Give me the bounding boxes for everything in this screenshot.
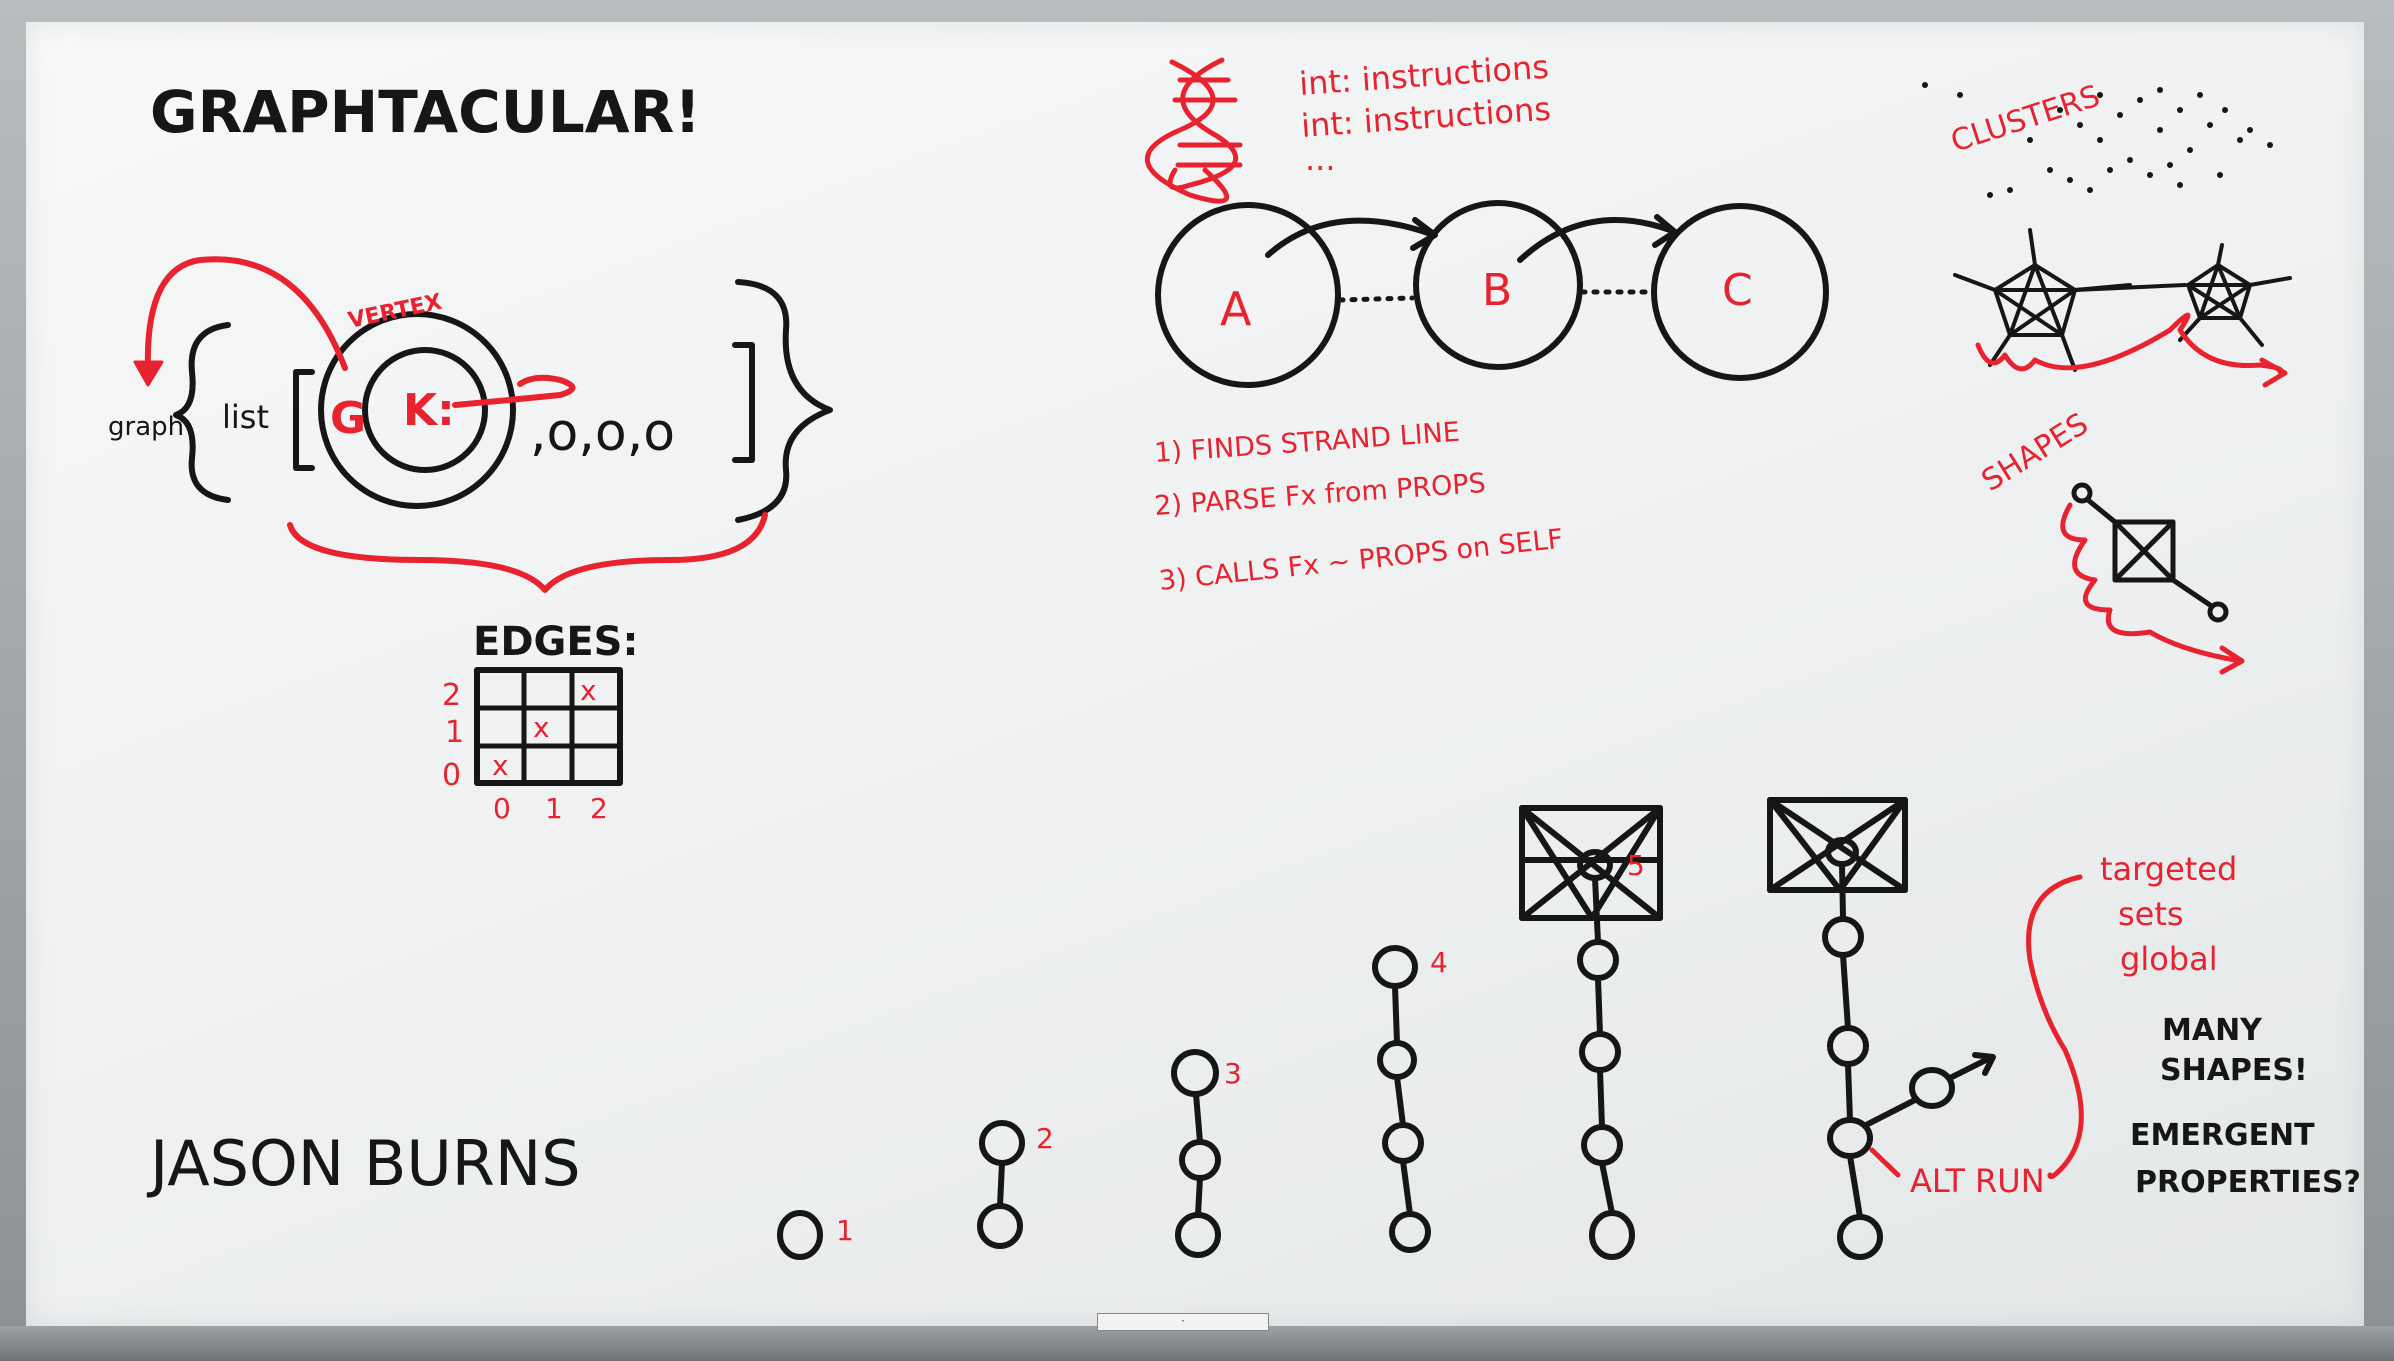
col-label-0: 0 xyxy=(493,792,511,825)
row-label-1: 1 xyxy=(445,715,464,750)
step-2: 2) PARSE Fx from PROPS xyxy=(1153,468,1486,522)
marker-tray xyxy=(0,1326,2394,1361)
list-label: list xyxy=(222,398,269,436)
targeted-line-2: sets xyxy=(2118,895,2184,933)
matrix-mark-1-1: x xyxy=(533,711,550,744)
dna-line-3: ... xyxy=(1305,140,1336,178)
targeted-line-3: global xyxy=(2120,940,2218,978)
pentagon-cluster-graph xyxy=(1953,228,2292,372)
graph-structure: graph list G K: ,o,o,o VERTEX xyxy=(108,256,833,593)
col-label-2: 2 xyxy=(590,792,608,825)
seq-label-5: 5 xyxy=(1627,849,1645,882)
seq-label-1: 1 xyxy=(836,1214,854,1247)
edges-matrix: EDGES: 2 1 0 0 1 2 x x x xyxy=(442,619,639,825)
row-label-2: 2 xyxy=(442,678,461,713)
emergent-line-1: EMERGENT xyxy=(2130,1118,2315,1153)
alt-run-label: ALT RUN xyxy=(1910,1162,2045,1200)
dna-helix-icon xyxy=(1145,57,1243,204)
edges-brace xyxy=(287,512,768,593)
author-name: JASON BURNS xyxy=(146,1127,581,1200)
outer-vertex-ring xyxy=(318,311,516,509)
emergent-line-2: PROPERTIES? xyxy=(2135,1165,2361,1200)
seq-label-3: 3 xyxy=(1224,1057,1242,1090)
cluster-transition-arrow xyxy=(1975,312,2284,375)
vertex-label: VERTEX xyxy=(346,290,444,334)
inner-vertex-ring xyxy=(362,347,488,473)
col-label-1: 1 xyxy=(545,792,563,825)
board-title: GRAPHTACULAR! xyxy=(150,78,701,146)
growth-sequence xyxy=(777,797,1996,1260)
k-label: K: xyxy=(403,385,455,436)
clusters-label: CLUSTERS xyxy=(1947,79,2105,160)
node-a xyxy=(1155,202,1341,388)
node-b xyxy=(1413,200,1583,370)
targeted-bracket xyxy=(2026,874,2084,1180)
node-c-label: C xyxy=(1722,265,1753,316)
targeted-line-1: targeted xyxy=(2100,850,2237,888)
manufacturer-label: · xyxy=(1097,1313,1269,1331)
many-shapes-line-2: SHAPES! xyxy=(2160,1053,2308,1088)
vertex-arrow xyxy=(144,256,348,373)
row-label-0: 0 xyxy=(442,758,461,793)
seq-label-2: 2 xyxy=(1036,1122,1054,1155)
node-chain-abc: A B C xyxy=(1155,200,1829,388)
edges-label: EDGES: xyxy=(473,619,639,665)
node-a-label: A xyxy=(1220,282,1252,336)
shapes-wave-arrow xyxy=(2060,502,2238,663)
node-c xyxy=(1651,203,1829,381)
k-pointer-arrow xyxy=(452,374,576,408)
g-label: G xyxy=(330,393,366,444)
step-3: 3) CALLS Fx ~ PROPS on SELF xyxy=(1157,524,1564,597)
diamond-shape-graph xyxy=(2071,482,2229,623)
matrix-mark-0-2: x xyxy=(580,674,597,707)
seq-label-4: 4 xyxy=(1430,946,1448,979)
graph-label: graph xyxy=(108,412,184,442)
trailing-nodes: ,o,o,o xyxy=(530,403,675,463)
many-shapes-line-1: MANY xyxy=(2162,1013,2263,1048)
seq-1-node xyxy=(777,1210,823,1260)
node-b-label: B xyxy=(1482,265,1512,316)
step-1: 1) FINDS STRAND LINE xyxy=(1153,417,1461,469)
matrix-mark-2-0: x xyxy=(492,749,509,782)
cluster-dots xyxy=(1922,82,2273,198)
